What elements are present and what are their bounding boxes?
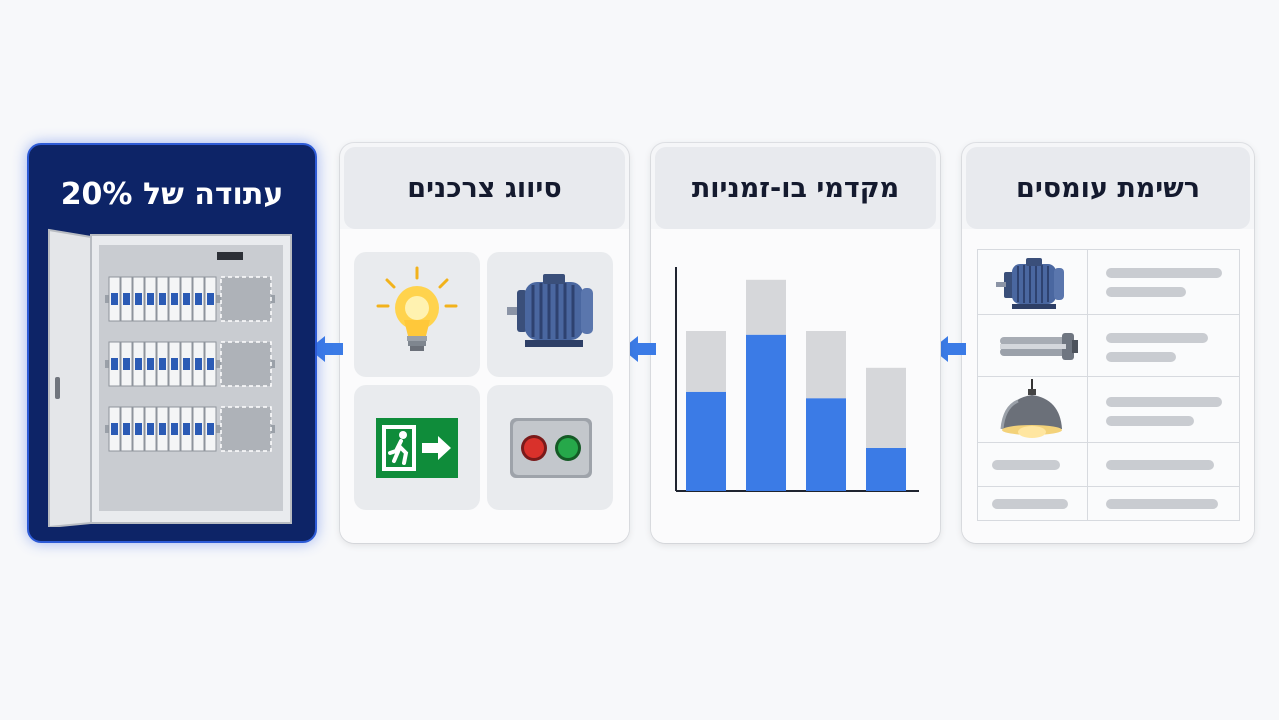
bar-4-segment-2	[866, 367, 906, 448]
bar-3-segment-2	[806, 331, 846, 399]
bar-4-segment-1	[866, 447, 906, 491]
bar-3-segment-1	[806, 398, 846, 491]
start-stop-buttons-icon	[510, 418, 592, 478]
arrow-left-icon	[309, 336, 343, 362]
diversity-bar-chart	[675, 267, 919, 492]
consumer-classification-title: סיווג צרכנים	[344, 147, 625, 229]
table-cell-icon	[978, 377, 1088, 442]
load-list-table	[977, 249, 1240, 521]
breaker-row	[105, 341, 275, 387]
table-cell-icon	[978, 443, 1088, 486]
pendant-lamp-icon	[1000, 379, 1062, 438]
electric-motor-icon	[507, 274, 593, 347]
consumer-classification-body	[340, 229, 629, 543]
bar-2-segment-2	[746, 279, 786, 335]
reserve-title: עתודה של 20%	[60, 176, 284, 212]
arrow-left-icon	[622, 336, 656, 362]
bar-1-segment-2	[686, 331, 726, 392]
tile-emergency-exit	[354, 385, 480, 510]
spare-slot	[220, 406, 272, 452]
spare-slot	[220, 276, 272, 322]
load-list-body	[962, 229, 1254, 543]
table-row	[977, 486, 1240, 521]
table-row	[977, 376, 1240, 443]
bar-2-segment-1	[746, 334, 786, 491]
table-cell-icon	[978, 250, 1088, 314]
diversity-factors-card: מקדמי בו-זמניות	[651, 143, 940, 543]
emergency-exit-sign-icon	[376, 418, 458, 478]
tile-motor	[487, 252, 613, 377]
arrow-left-icon	[932, 336, 966, 362]
table-cell-icon	[978, 487, 1088, 520]
breaker-row	[105, 406, 275, 452]
electric-motor-icon	[996, 258, 1064, 309]
heating-element-icon	[1000, 333, 1078, 360]
reserve-card: עתודה של 20%	[27, 143, 317, 543]
light-bulb-icon	[376, 266, 458, 351]
tile-start-stop-buttons	[487, 385, 613, 510]
table-row	[977, 249, 1240, 315]
table-cell-icon	[978, 315, 1088, 376]
table-row	[977, 314, 1240, 377]
breaker-row	[105, 276, 275, 322]
spare-slot	[220, 341, 272, 387]
bar-1-segment-1	[686, 391, 726, 491]
diversity-factors-body	[651, 229, 940, 543]
table-row	[977, 442, 1240, 487]
consumer-classification-card: סיווג צרכנים	[340, 143, 629, 543]
load-list-card: רשימת עומסים	[962, 143, 1254, 543]
distribution-panel-icon	[48, 228, 292, 527]
tile-light-bulb	[354, 252, 480, 377]
load-list-title: רשימת עומסים	[966, 147, 1250, 229]
diversity-factors-title: מקדמי בו-זמניות	[655, 147, 936, 229]
